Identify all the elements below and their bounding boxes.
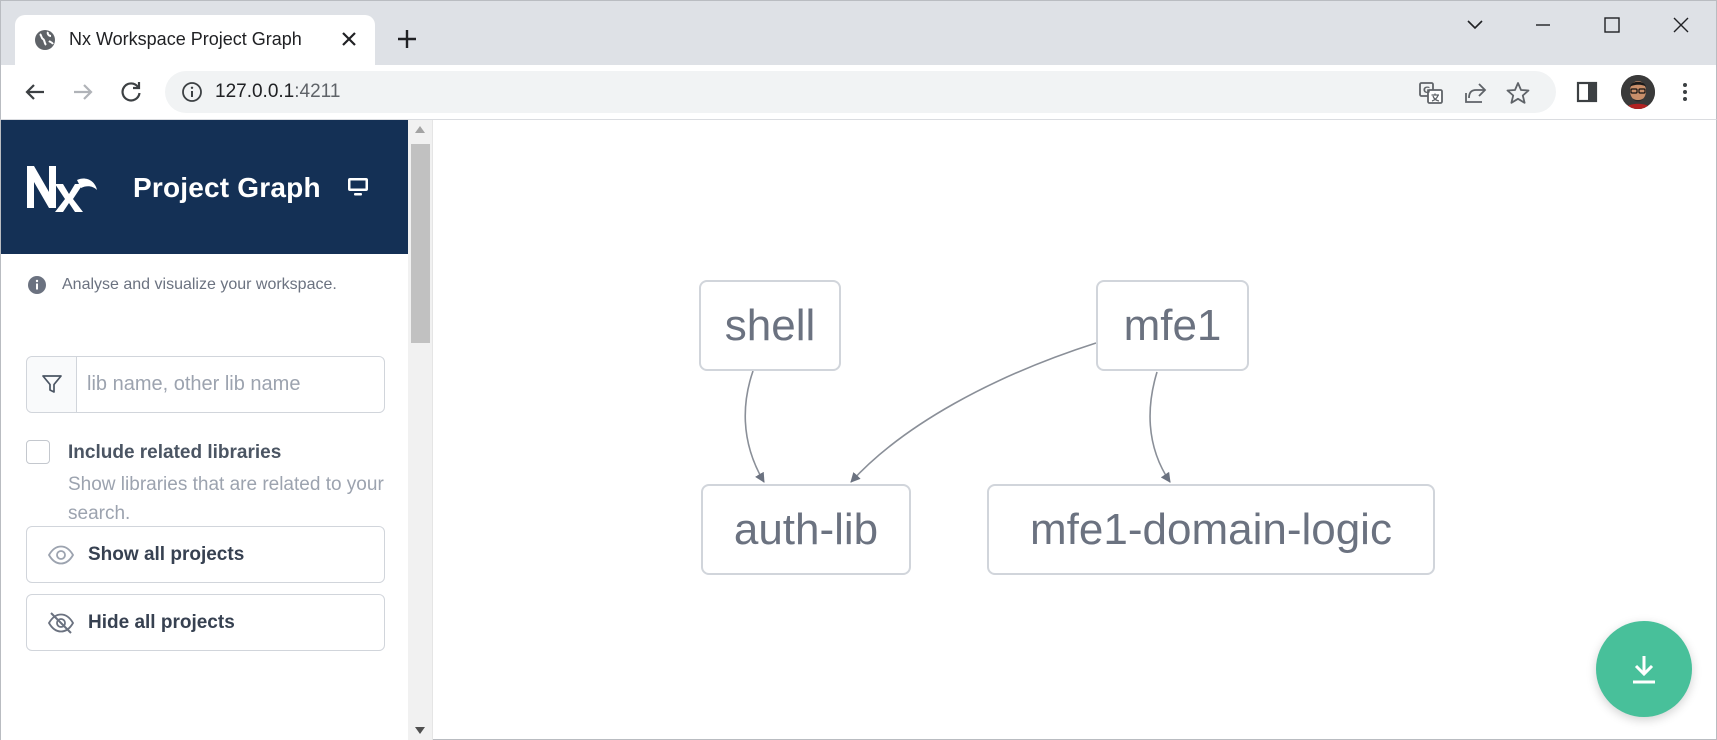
graph-node-mfe1[interactable]: mfe1 [1096,280,1249,371]
tab-title: Nx Workspace Project Graph [69,29,302,49]
kebab-menu-icon[interactable] [1671,78,1699,106]
minimize-icon[interactable] [1531,13,1555,37]
graph-node-shell[interactable]: shell [699,280,841,371]
nx-logo-icon [27,166,97,212]
sidebar: Project Graph Analyse and visualize your… [0,120,409,740]
translate-icon[interactable]: G [1418,80,1444,106]
info-text: Analyse and visualize your workspace. [62,276,337,293]
include-related-checkbox[interactable] [26,440,50,464]
avatar-image [1621,75,1655,109]
info-circle-icon [28,276,46,294]
eye-off-icon [47,612,75,634]
show-all-projects-label: Show all projects [88,544,245,565]
browser-tab[interactable]: Nx Workspace Project Graph [15,15,375,66]
window-close-icon[interactable] [1669,13,1693,37]
scroll-thumb[interactable] [411,144,430,343]
graph-canvas[interactable]: shell mfe1 auth-lib mfe1-domain-logic [433,120,1717,740]
maximize-icon[interactable] [1600,13,1624,37]
graph-edges [744,342,1171,483]
scroll-up-arrow-icon[interactable] [415,126,425,133]
download-icon [1633,656,1655,684]
close-icon[interactable] [337,27,361,51]
graph-node-mfe1-domain-logic[interactable]: mfe1-domain-logic [987,484,1435,575]
include-related-label[interactable]: Include related libraries [68,442,282,463]
filter-input[interactable] [78,357,378,412]
chevron-down-icon[interactable] [1463,13,1487,37]
url-text[interactable]: 127.0.0.1:4211 [215,81,340,103]
forward-icon[interactable] [69,78,97,106]
url-port: :4211 [294,81,341,102]
edge-mfe1-auth-lib [850,342,1097,483]
monitor-icon[interactable] [345,174,371,200]
share-icon[interactable] [1462,80,1488,106]
info-row: Analyse and visualize your workspace. [27,274,387,298]
globe-icon [35,30,55,50]
filter-icon [42,375,62,393]
eye-icon [47,545,75,565]
edge-shell-auth-lib [744,370,765,483]
info-icon[interactable] [181,81,203,103]
sidebar-scrollbar[interactable] [408,120,433,740]
plus-icon[interactable] [393,25,421,53]
star-icon[interactable] [1505,80,1531,106]
url-host: 127.0.0.1 [215,81,295,102]
browser-toolbar: 127.0.0.1:4211 G [0,65,1717,120]
back-icon[interactable] [21,78,49,106]
svg-text:G: G [1423,86,1430,96]
hide-all-projects-label: Hide all projects [88,612,235,633]
sidebar-header: Project Graph [1,120,409,254]
side-panel-icon[interactable] [1573,78,1601,106]
download-button[interactable] [1596,621,1692,717]
browser-tabstrip: Nx Workspace Project Graph [0,0,1717,66]
include-related-help: Show libraries that are related to your … [68,474,384,524]
show-all-projects-button[interactable]: Show all projects [26,526,385,583]
sidebar-title: Project Graph [133,172,321,203]
reload-icon[interactable] [117,78,145,106]
address-bar[interactable]: 127.0.0.1:4211 G [165,71,1556,113]
graph-node-auth-lib[interactable]: auth-lib [701,484,911,575]
profile-avatar[interactable] [1621,75,1655,109]
hide-all-projects-button[interactable]: Hide all projects [26,594,385,651]
filter-icon-container [27,357,77,412]
edge-mfe1-mfe1-domain-logic [1149,371,1171,483]
filter-box [26,356,385,413]
scroll-down-arrow-icon[interactable] [415,727,425,734]
